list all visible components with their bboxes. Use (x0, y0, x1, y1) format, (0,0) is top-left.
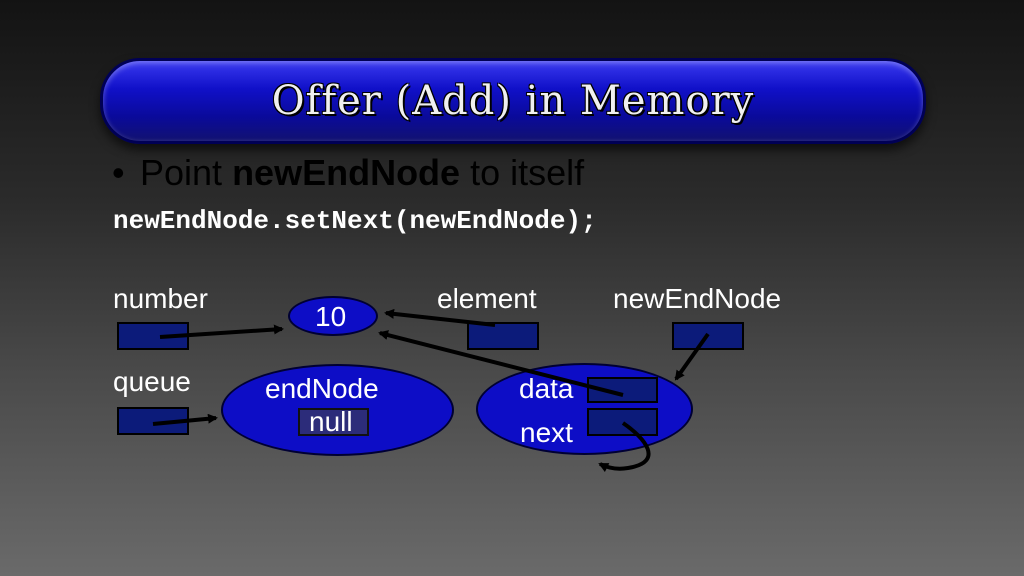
value-text: 10 (315, 301, 347, 332)
element-box (467, 322, 539, 350)
number-to-value-arrow (159, 324, 284, 339)
bullet-suffix: to itself (460, 152, 585, 193)
next-self-loop-arrow (598, 421, 651, 473)
element-to-value-arrow (384, 308, 496, 327)
element-label: element (437, 283, 537, 314)
queue-label: queue (113, 366, 191, 397)
slide-title: Offer (Add) in Memory (271, 78, 755, 124)
bullet-bold-term: newEndNode (232, 152, 461, 193)
new-end-node-to-node-arrow (674, 332, 710, 381)
bullet-prefix: Point (140, 152, 233, 193)
data-to-value-arrow (378, 330, 624, 397)
end-node-label: endNode (265, 373, 379, 404)
end-node-value: null (309, 406, 353, 437)
next-field-label: next (520, 417, 573, 448)
end-node-field (298, 408, 369, 436)
value-node (288, 296, 378, 336)
bullet-point: • Point newEndNode to itself (112, 152, 584, 194)
code-statement: newEndNode.setNext(newEndNode); (113, 206, 597, 236)
title-banner: Offer (Add) in Memory (100, 58, 926, 144)
new-end-node-label: newEndNode (613, 283, 782, 314)
number-label: number (113, 283, 208, 314)
next-field-box (587, 408, 658, 436)
bullet-marker: • (112, 152, 125, 193)
queue-to-end-node-arrow (152, 413, 218, 426)
